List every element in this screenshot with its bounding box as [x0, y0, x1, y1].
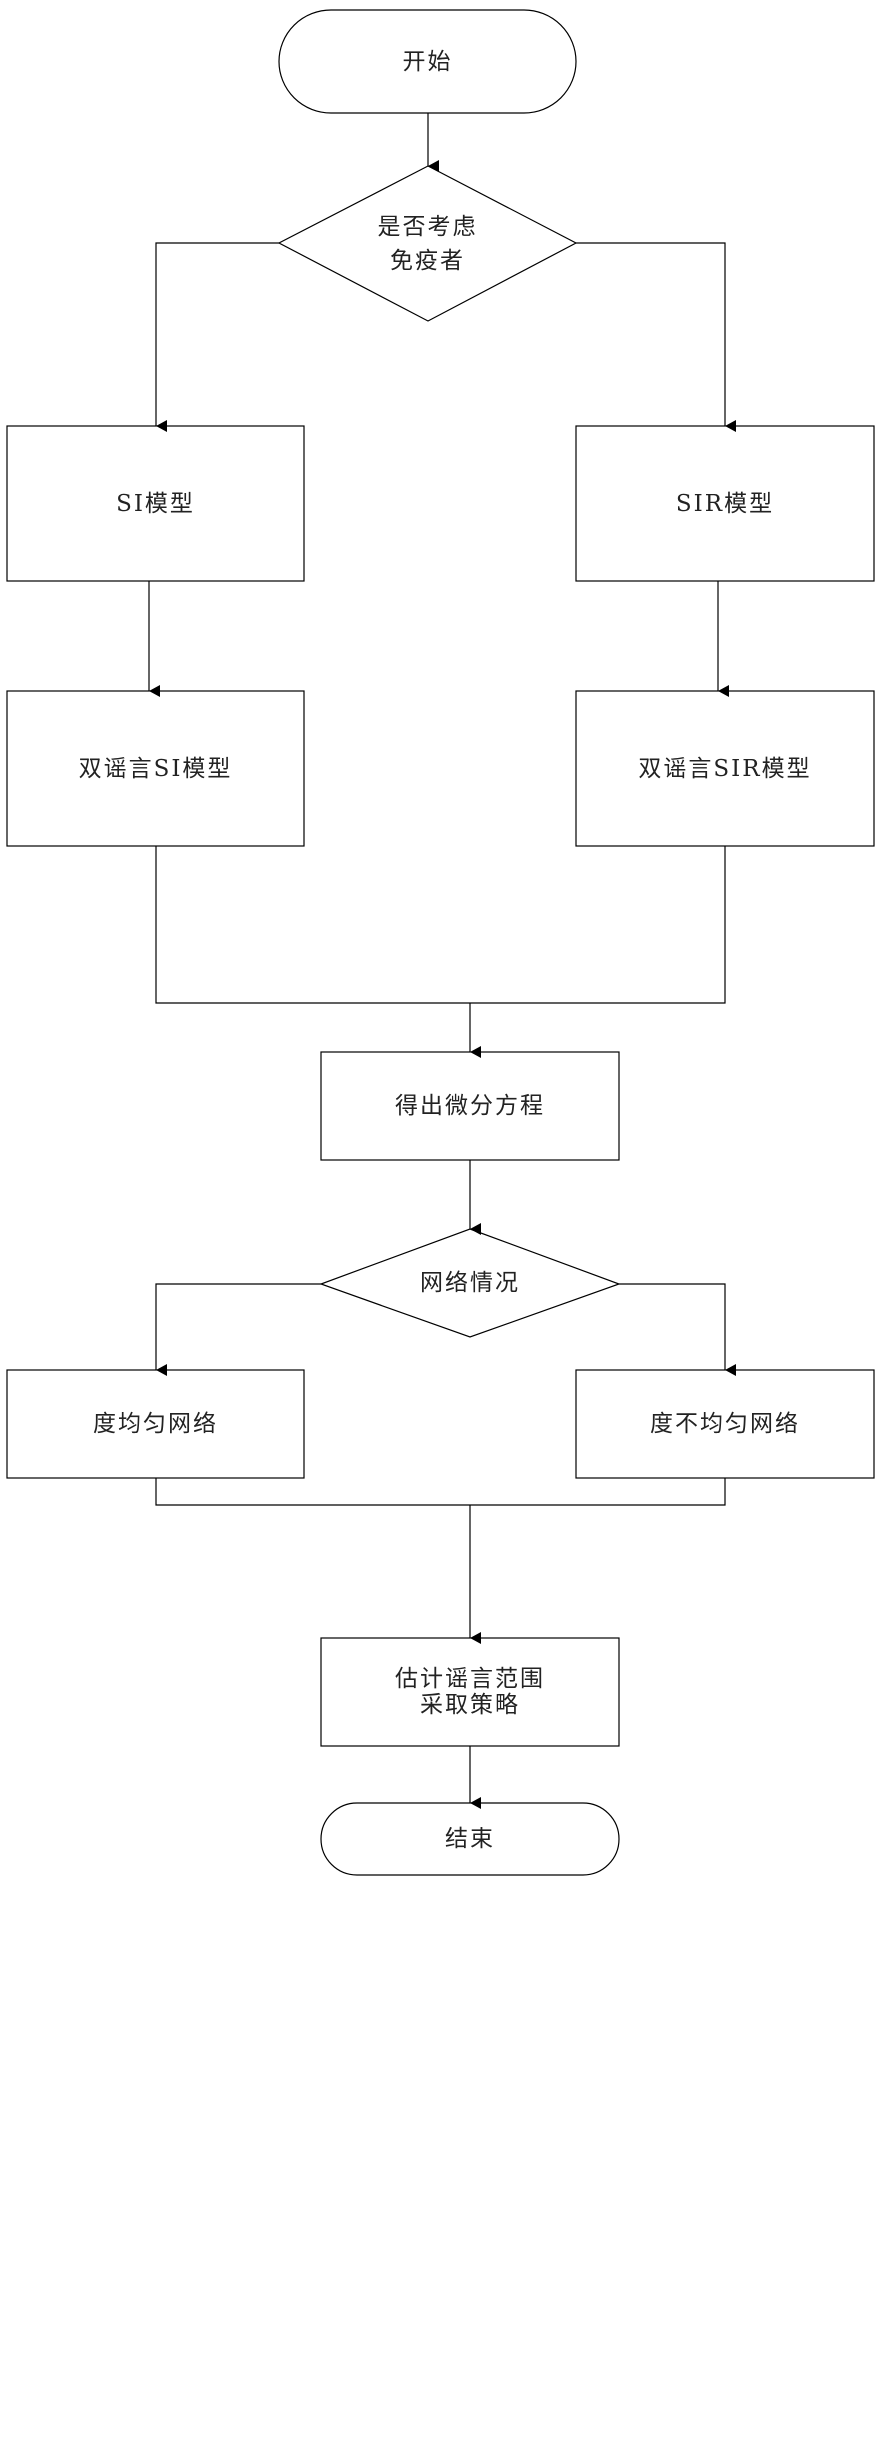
differential-label: 得出微分方程: [395, 1093, 545, 1119]
end-label: 结束: [445, 1826, 495, 1852]
si-model-box: [6, 425, 305, 582]
decision-network-diamond: [319, 1228, 621, 1338]
uniform-label: 度均匀网络: [93, 1411, 218, 1437]
end-terminal: [320, 1802, 620, 1876]
sir-model-label: SIR模型: [675, 490, 775, 517]
double-si-label: 双谣言SI模型: [78, 755, 233, 782]
estimate-line1: 估计谣言范围: [395, 1666, 545, 1692]
decision-immune-diamond: [277, 165, 578, 322]
arrow-network-to-uniform: [155, 1283, 321, 1376]
estimate-label: 估计谣言范围 采取策略: [321, 1638, 619, 1746]
sir-model-box: [575, 425, 875, 582]
decision-immune-line1: 是否考虑: [377, 213, 478, 240]
arrow-decision-to-sir: [576, 242, 736, 432]
double-sir-label: 双谣言SIR模型: [638, 755, 812, 782]
estimate-line2: 采取策略: [420, 1692, 520, 1718]
merge-line-2: [155, 1478, 726, 1506]
decision-immune-label: 是否考虑 免疫者: [279, 166, 576, 321]
decision-network-label: 网络情况: [420, 1270, 520, 1296]
arrow-decision-to-si: [155, 242, 279, 432]
decision-immune-line2: 免疫者: [390, 247, 465, 274]
merge-line-1: [155, 846, 726, 1004]
si-model-label: SI模型: [116, 490, 195, 517]
nonuniform-label: 度不均匀网络: [650, 1411, 800, 1437]
start-label: 开始: [402, 48, 453, 75]
arrow-network-to-nonuniform: [619, 1283, 736, 1376]
